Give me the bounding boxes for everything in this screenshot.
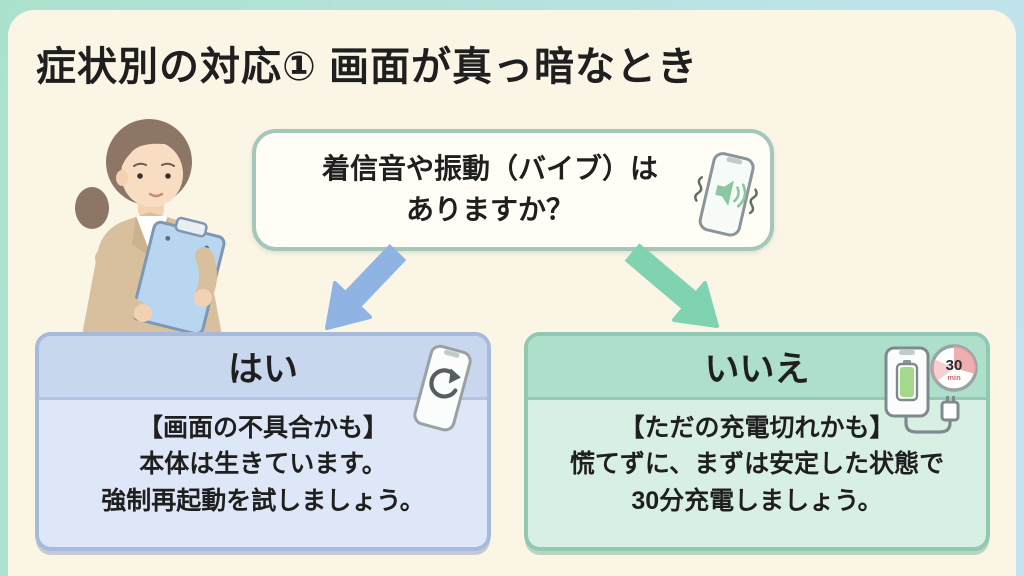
answer-no-line: 【ただの充電切れかも】 [619, 414, 895, 442]
timer-value: 30 [946, 357, 963, 374]
answer-yes-header: はい [39, 336, 487, 400]
phone-charging-timer-icon: 30 min [884, 344, 978, 434]
timer-unit: min [947, 373, 961, 382]
answer-no-line: 慌てずに、まずは安定した状態で [569, 450, 945, 479]
question-text-line1: 着信音や振動（バイブ）は [321, 153, 658, 185]
answer-no-label: いいえ [704, 350, 810, 389]
answer-box-yes: はい 【画面の不具合かも】 本体は生きています。 強制再起動を試しましょう。 [35, 332, 491, 551]
question-text-line2: ありますか？ [405, 194, 574, 225]
phone-restart-icon [413, 344, 472, 432]
answer-yes-body: 【画面の不具合かも】 本体は生きています。 強制再起動を試しましょう。 [39, 410, 487, 519]
answer-box-no: いいえ 30 min 【ただの充電切れかも】 慌てずに、まずは安定した状態で 3… [524, 332, 990, 551]
answer-no-body: 【ただの充電切れかも】 慌てずに、まずは安定した状態で 30分充電しましょう。 [528, 410, 986, 519]
question-box: 着信音や振動（バイブ）は ありますか？ [252, 129, 774, 251]
answer-yes-label: はい [227, 350, 298, 389]
person-illustration [75, 119, 226, 346]
page-title: 症状別の対応① 画面が真っ暗なとき [36, 45, 698, 89]
answer-yes-line: 本体は生きています。 [139, 450, 387, 479]
answer-no-line: 30分充電しましょう。 [631, 486, 883, 515]
answer-yes-line: 強制再起動を試しましょう。 [101, 486, 425, 515]
answer-yes-line: 【画面の不具合かも】 [137, 414, 388, 442]
vibrating-phone-speaker-icon [694, 152, 758, 237]
